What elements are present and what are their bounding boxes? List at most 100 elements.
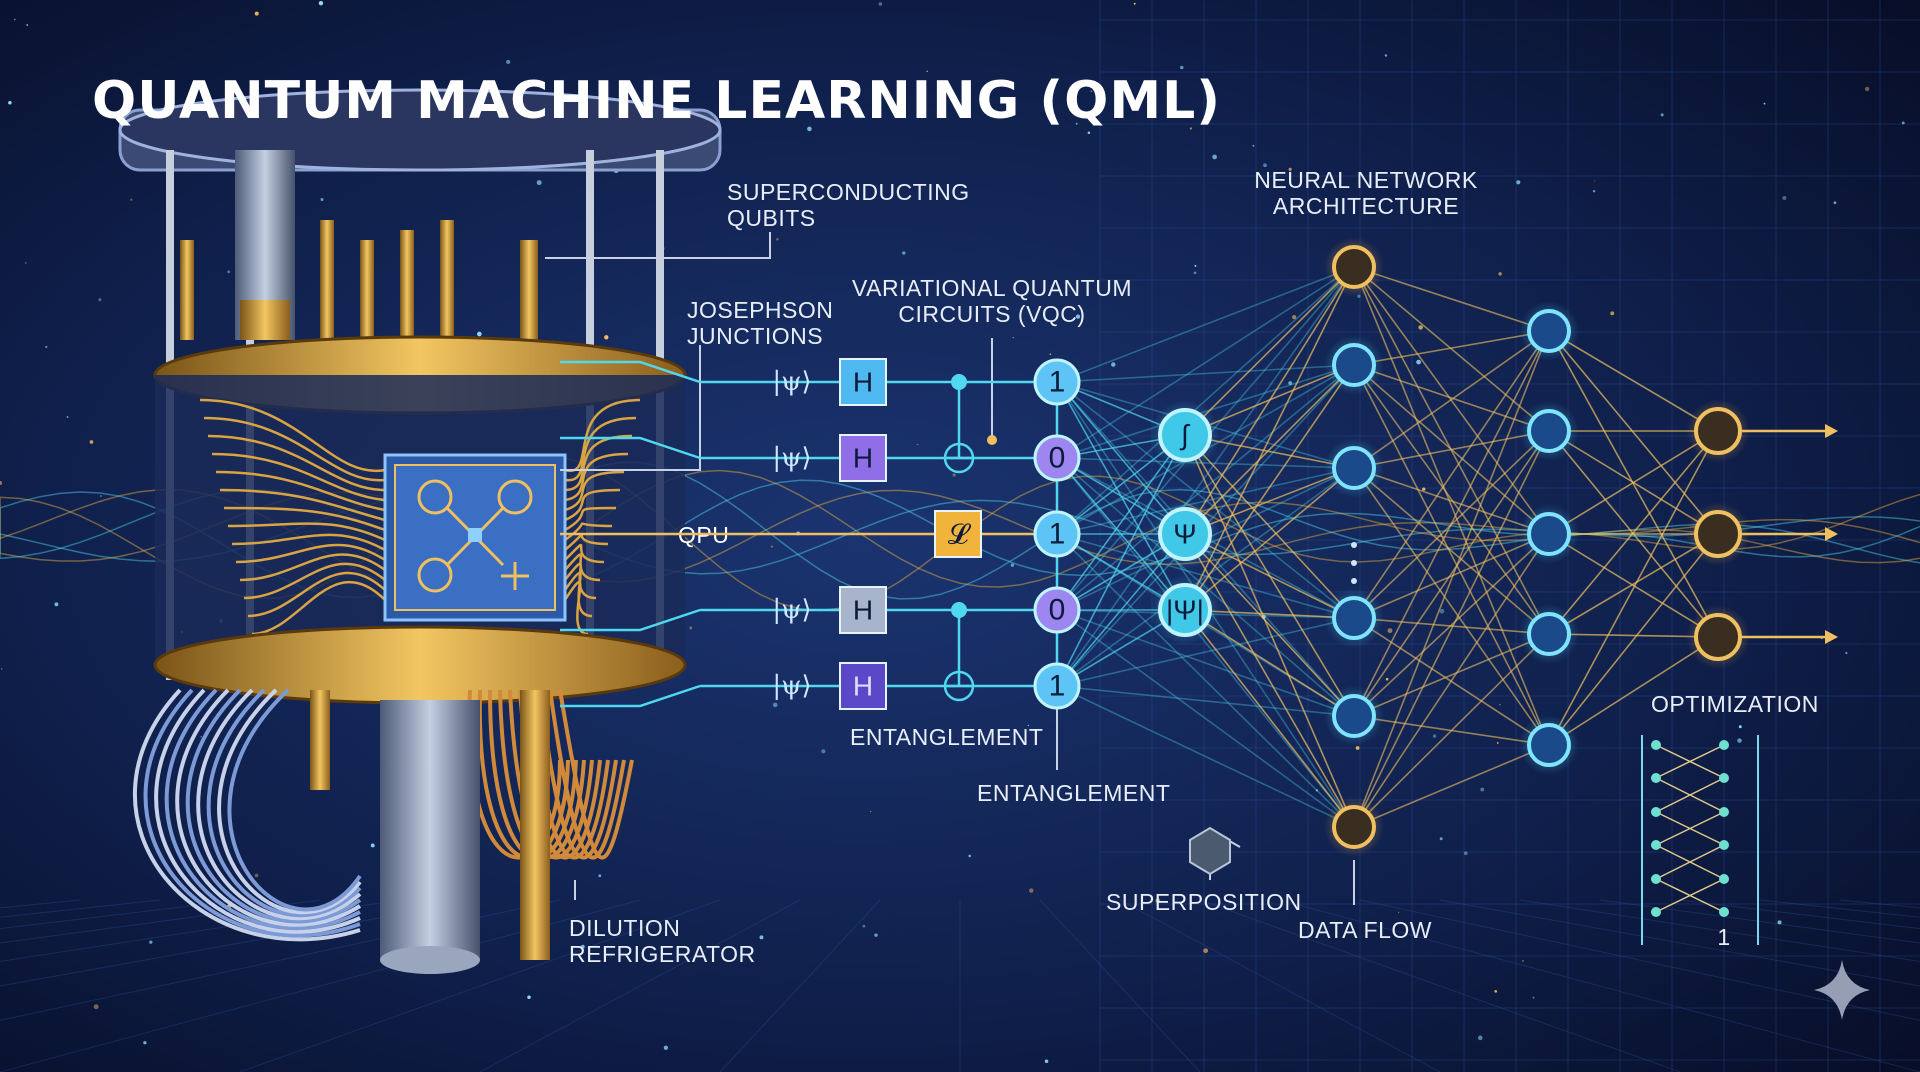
wire: [564, 488, 621, 522]
gate: [839, 662, 887, 710]
wire: [223, 506, 386, 532]
edge: [1353, 633, 1550, 717]
output-node: [1694, 613, 1742, 661]
edge: [1548, 533, 1719, 638]
ellipsis-dot: [1351, 578, 1357, 584]
opt-edge: [1655, 878, 1725, 913]
cable: [227, 688, 362, 912]
edge: [1353, 533, 1550, 828]
edge: [1056, 685, 1355, 828]
edge: [1353, 467, 1550, 746]
sparkle-icon: [1814, 960, 1870, 1020]
edge: [1056, 266, 1355, 535]
opt-edge: [1655, 744, 1725, 779]
edge: [1353, 364, 1550, 746]
ellipsis-dot: [1351, 542, 1357, 548]
opt-node: [1719, 874, 1729, 884]
dilution-refrigerator: [118, 88, 722, 974]
cable: [558, 689, 634, 860]
cable: [175, 688, 362, 927]
gate-label: H: [853, 443, 873, 474]
edge: [1056, 609, 1355, 828]
activation-symbol: |Ψ|: [1166, 595, 1204, 626]
qubit-node: [1033, 662, 1081, 710]
ket-psi: |ψ⟩: [772, 367, 811, 397]
input-line: [560, 684, 701, 708]
label-data-flow: DATA FLOW: [1298, 917, 1432, 943]
optimization-value: 1: [1717, 924, 1730, 950]
label-superconducting-qubits-2: QUBITS: [727, 205, 816, 231]
page-title: QUANTUM MACHINE LEARNING (QML): [92, 71, 1221, 131]
opt-node: [1719, 840, 1729, 850]
hidden-node-layer1: [1332, 446, 1376, 490]
ket-psi: |ψ⟩: [772, 443, 811, 473]
opt-node: [1651, 874, 1661, 884]
cable: [548, 689, 626, 860]
edge: [1056, 467, 1355, 687]
gate-label: H: [853, 671, 873, 702]
wire: [211, 452, 386, 502]
label-optimization: OPTIMIZATION: [1651, 691, 1819, 717]
edge: [1056, 533, 1355, 619]
edge: [1184, 609, 1355, 828]
label-josephson-junctions-2: JUNCTIONS: [687, 323, 823, 349]
label-dilution-refrigerator: DILUTION: [569, 915, 680, 941]
cable: [206, 688, 362, 918]
edge: [1056, 617, 1355, 687]
edge: [1184, 266, 1355, 436]
opt-node: [1651, 773, 1661, 783]
edge: [1353, 633, 1550, 828]
qubit-value: 0: [1049, 442, 1066, 475]
edge: [1353, 467, 1550, 535]
opt-node: [1719, 740, 1729, 750]
edge: [1353, 330, 1550, 828]
label-vqc: VARIATIONAL QUANTUM: [852, 275, 1132, 301]
label-superconducting-qubits: SUPERCONDUCTING: [727, 179, 970, 205]
wire: [207, 434, 386, 492]
superposition-hexagon: [1189, 826, 1231, 876]
wire: [564, 416, 637, 482]
gate: [839, 586, 887, 634]
edge: [1353, 430, 1550, 717]
opt-edge: [1655, 777, 1725, 813]
edge: [1056, 266, 1355, 383]
cable: [185, 688, 362, 924]
output-node: [1694, 407, 1742, 455]
edge: [1548, 330, 1719, 432]
hidden-node-layer2: [1527, 512, 1571, 556]
label-dilution-refrigerator-2: REFRIGERATOR: [569, 941, 756, 967]
ellipsis-dot: [1351, 560, 1357, 566]
wire: [564, 506, 617, 532]
edge: [1548, 430, 1719, 635]
ket-psi: |ψ⟩: [772, 671, 811, 701]
hidden-node-layer2: [1527, 723, 1571, 767]
opt-node: [1651, 907, 1661, 917]
hidden-node-layer2: [1527, 612, 1571, 656]
activation-symbol: Ψ: [1173, 519, 1196, 550]
label-josephson-junctions: JOSEPHSON: [687, 297, 833, 323]
edge: [1056, 533, 1355, 828]
wire: [215, 470, 386, 512]
edge: [1353, 266, 1550, 432]
output-node: [1694, 510, 1742, 558]
edge: [1056, 266, 1355, 459]
edge: [1353, 330, 1550, 469]
edge: [1353, 330, 1550, 619]
edge: [1184, 266, 1355, 535]
edge: [1353, 266, 1550, 535]
cnot-control: [951, 374, 967, 390]
wire: [239, 553, 386, 582]
gate-label: 𝓛: [948, 519, 972, 550]
edge: [1353, 533, 1550, 717]
input-line: [560, 608, 701, 632]
edge: [1353, 430, 1550, 469]
input-line: [560, 360, 701, 384]
edge: [1056, 457, 1355, 828]
activation-node: [1158, 583, 1212, 637]
edge: [1548, 533, 1719, 746]
neural-network-edges: [1056, 266, 1838, 828]
output-arrowhead: [1825, 424, 1838, 438]
edge: [1184, 364, 1355, 535]
label-neural-network-2: ARCHITECTURE: [1273, 193, 1459, 219]
